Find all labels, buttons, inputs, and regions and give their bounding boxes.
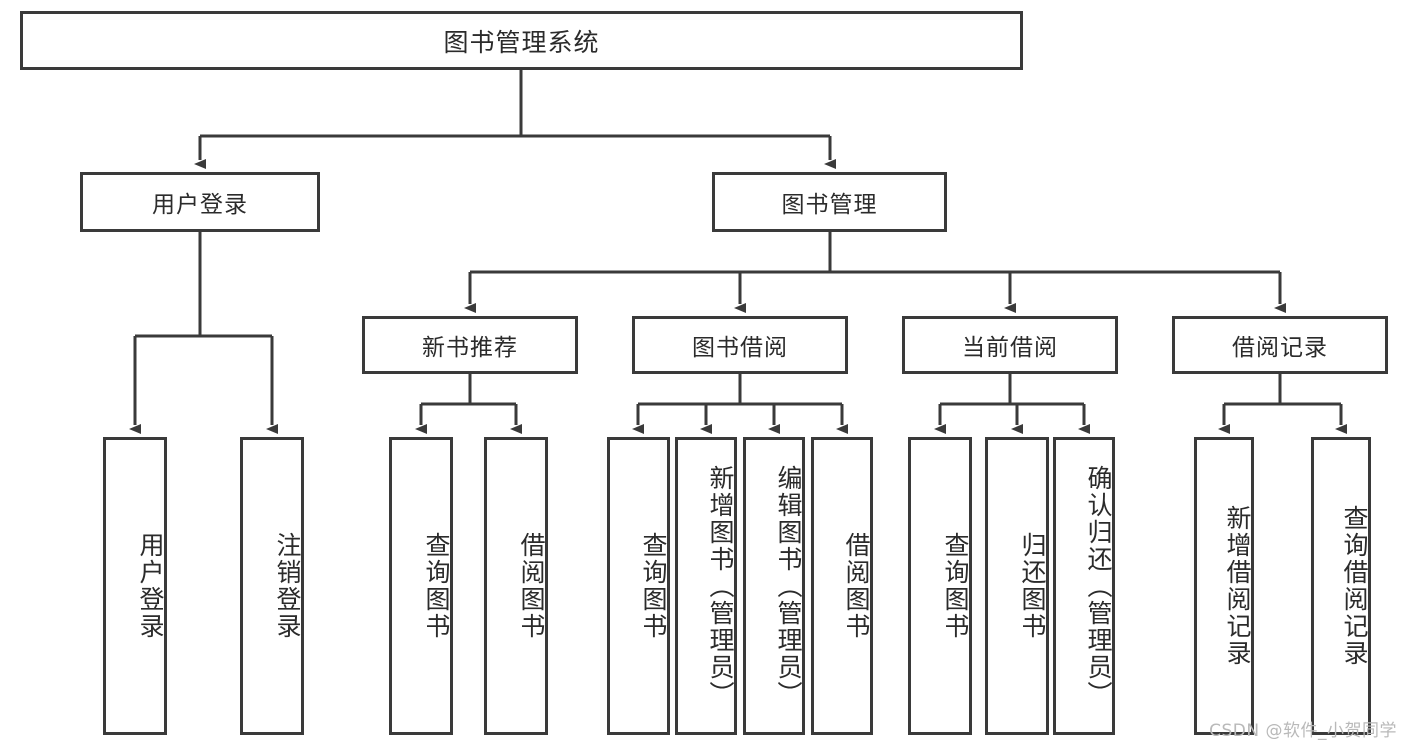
node-leaf-confirm-return[interactable]: 确认归还（管理员）	[1053, 437, 1115, 735]
node-leaf-query-record[interactable]: 查询借阅记录	[1311, 437, 1371, 735]
node-borrow-record[interactable]: 借阅记录	[1172, 316, 1388, 374]
node-leaf-add-book[interactable]: 新增图书（管理员）	[675, 437, 737, 735]
node-book-manage[interactable]: 图书管理	[712, 172, 947, 232]
node-leaf-query-book-1-label: 查询图书	[422, 532, 451, 640]
node-root-label: 图书管理系统	[443, 27, 600, 57]
node-book-manage-label: 图书管理	[781, 192, 878, 218]
node-leaf-query-book-2[interactable]: 查询图书	[607, 437, 670, 735]
node-new-book-recommend[interactable]: 新书推荐	[362, 316, 578, 374]
node-leaf-borrow-book-2[interactable]: 借阅图书	[811, 437, 873, 735]
node-root[interactable]: 图书管理系统	[20, 11, 1023, 70]
node-leaf-add-book-label: 新增图书（管理员）	[706, 464, 735, 708]
node-leaf-query-book-3-label: 查询图书	[941, 532, 970, 640]
node-book-borrow-label: 图书借阅	[692, 335, 788, 361]
node-user-login[interactable]: 用户登录	[80, 172, 320, 232]
node-leaf-query-book-2-label: 查询图书	[639, 532, 668, 640]
node-leaf-borrow-book-1-label: 借阅图书	[517, 532, 546, 640]
node-leaf-logout-label: 注销登录	[273, 532, 302, 640]
node-borrow-record-label: 借阅记录	[1232, 335, 1328, 361]
watermark: CSDN @软件_小贺同学	[1209, 721, 1397, 741]
node-leaf-borrow-book-2-label: 借阅图书	[842, 532, 871, 640]
node-leaf-query-book-1[interactable]: 查询图书	[389, 437, 453, 735]
node-leaf-query-book-3[interactable]: 查询图书	[908, 437, 972, 735]
node-user-login-label: 用户登录	[152, 192, 248, 218]
node-leaf-return-book-label: 归还图书	[1018, 532, 1047, 640]
node-leaf-user-login-label: 用户登录	[136, 532, 165, 640]
node-leaf-add-record-label: 新增借阅记录	[1223, 505, 1252, 667]
node-current-borrow-label: 当前借阅	[962, 335, 1058, 361]
node-current-borrow[interactable]: 当前借阅	[902, 316, 1118, 374]
node-book-borrow[interactable]: 图书借阅	[632, 316, 848, 374]
node-new-book-recommend-label: 新书推荐	[422, 335, 518, 361]
node-leaf-return-book[interactable]: 归还图书	[985, 437, 1049, 735]
node-leaf-user-login[interactable]: 用户登录	[103, 437, 167, 735]
node-leaf-edit-book[interactable]: 编辑图书（管理员）	[743, 437, 805, 735]
node-leaf-query-record-label: 查询借阅记录	[1340, 505, 1369, 667]
node-leaf-edit-book-label: 编辑图书（管理员）	[774, 464, 803, 708]
node-leaf-logout[interactable]: 注销登录	[240, 437, 304, 735]
node-leaf-confirm-return-label: 确认归还（管理员）	[1084, 464, 1113, 708]
node-leaf-borrow-book-1[interactable]: 借阅图书	[484, 437, 548, 735]
node-leaf-add-record[interactable]: 新增借阅记录	[1194, 437, 1254, 735]
